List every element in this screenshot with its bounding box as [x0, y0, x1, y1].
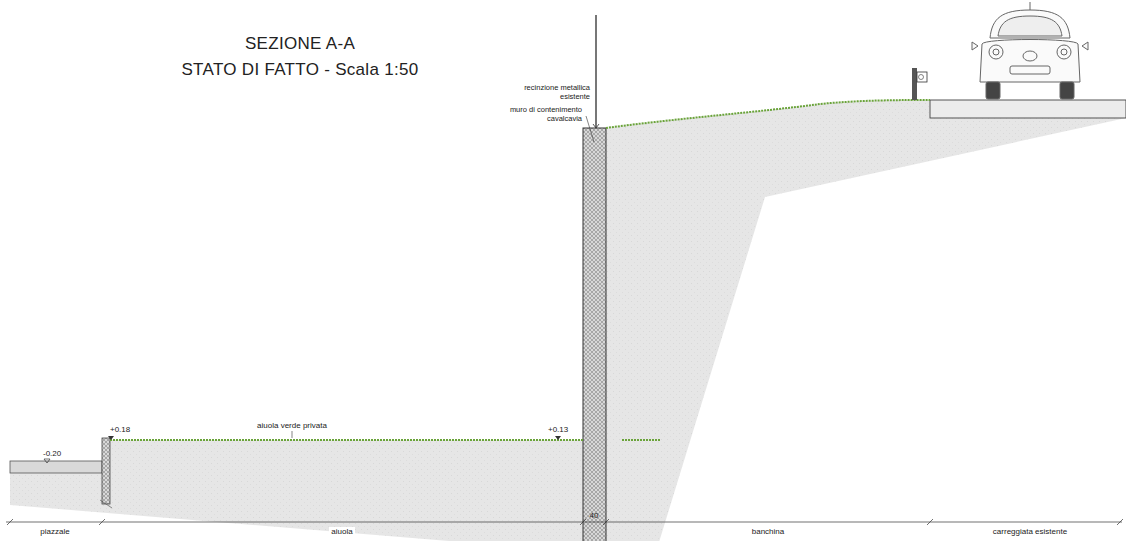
grass-line — [110, 439, 583, 441]
title: SEZIONE A-A — [245, 34, 355, 54]
car-front — [972, 2, 1088, 99]
road-slab — [930, 100, 1126, 118]
level-mark — [108, 436, 114, 440]
subtitle: STATO DI FATTO - Scala 1:50 — [181, 60, 418, 80]
fence-post — [595, 15, 597, 128]
retaining-wall — [583, 128, 606, 541]
piazzale-slab — [10, 461, 102, 473]
level-value: +0.18 — [110, 425, 130, 434]
dimension-line — [6, 519, 1123, 525]
level-mark — [555, 436, 561, 440]
zone-name: aiuola — [329, 527, 354, 536]
zone-name: carreggiata esistente — [991, 527, 1069, 536]
embankment-fill — [606, 100, 1126, 541]
ground-fill — [10, 438, 583, 541]
level-mark — [44, 459, 50, 463]
leader-line — [586, 116, 594, 142]
callout-note: aiuola verde privata — [257, 421, 327, 430]
callout-note: recinzione metallica esistente — [518, 84, 590, 101]
level-value: -0.20 — [43, 449, 61, 458]
grass-line — [606, 100, 930, 128]
road-post — [912, 68, 927, 100]
leader-line — [292, 431, 293, 438]
zone-name: piazzale — [38, 527, 71, 536]
zone-name: banchina — [750, 527, 786, 536]
dimension-value: 40 — [590, 511, 599, 520]
level-value: +0.13 — [548, 425, 568, 434]
callout-note: muro di contenimento cavalcavia — [496, 106, 582, 123]
curb-wall — [102, 438, 110, 504]
